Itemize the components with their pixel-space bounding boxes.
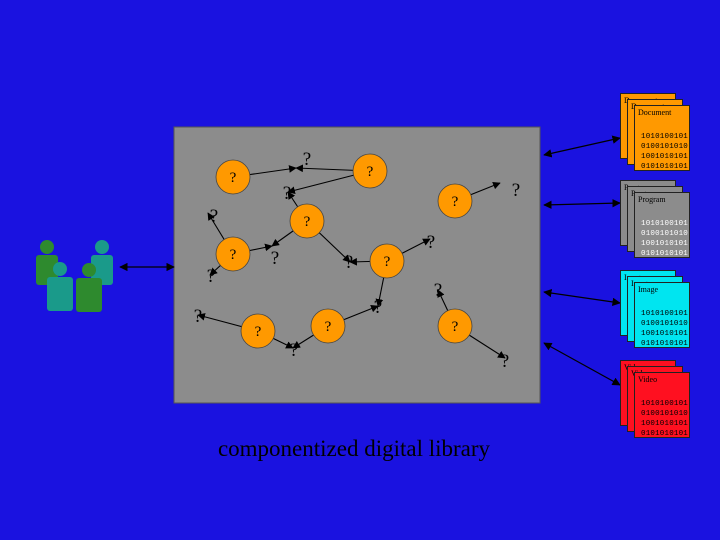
- edge-label: ?: [283, 183, 291, 204]
- component-node: [215, 236, 251, 272]
- user-figure: [47, 262, 73, 311]
- image-arrow: [543, 288, 621, 307]
- repository-title: Image: [638, 285, 658, 294]
- edge-label: ?: [345, 252, 353, 273]
- document-arrow: [543, 135, 621, 158]
- component-node: [437, 308, 473, 344]
- repository-title: Program: [638, 195, 666, 204]
- component-node: [240, 313, 276, 349]
- user-figure: [76, 263, 102, 312]
- edge-label: ?: [210, 206, 218, 227]
- node-label: ?: [255, 324, 262, 340]
- node-label: ?: [230, 247, 237, 263]
- users-icon: [36, 240, 113, 312]
- program-arrow: [543, 199, 621, 209]
- component-node: [310, 308, 346, 344]
- node-label: ?: [452, 194, 459, 210]
- node-label: ?: [325, 319, 332, 335]
- video-arrow: [543, 342, 621, 386]
- edge-label: ?: [194, 306, 202, 327]
- node-label: ?: [367, 164, 374, 180]
- edge-label: ?: [271, 248, 279, 269]
- component-node: [437, 183, 473, 219]
- repository-title: Document: [638, 108, 672, 117]
- edge-label: ?: [290, 340, 298, 361]
- edge-label: ?: [303, 149, 311, 170]
- user-figure: [91, 240, 113, 285]
- node-label: ?: [230, 170, 237, 186]
- repository-title: Video: [638, 375, 658, 384]
- edge-label: ?: [207, 266, 215, 287]
- node-label: ?: [304, 214, 311, 230]
- edge-labels: ?????????????: [194, 149, 520, 372]
- diagram-caption: componentized digital library: [217, 436, 491, 461]
- node-label: ?: [384, 254, 391, 270]
- library-nodes: ?????????: [215, 153, 473, 349]
- edge-label: ?: [501, 351, 509, 372]
- edge-label: ?: [374, 297, 382, 318]
- component-node: [289, 203, 325, 239]
- edge-label: ?: [427, 232, 435, 253]
- component-node: [369, 243, 405, 279]
- external-arrows: [119, 135, 621, 386]
- node-label: ?: [452, 319, 459, 335]
- edge-label: ?: [434, 280, 442, 301]
- component-node: [215, 159, 251, 195]
- edge-label: ?: [512, 180, 520, 201]
- component-node: [352, 153, 388, 189]
